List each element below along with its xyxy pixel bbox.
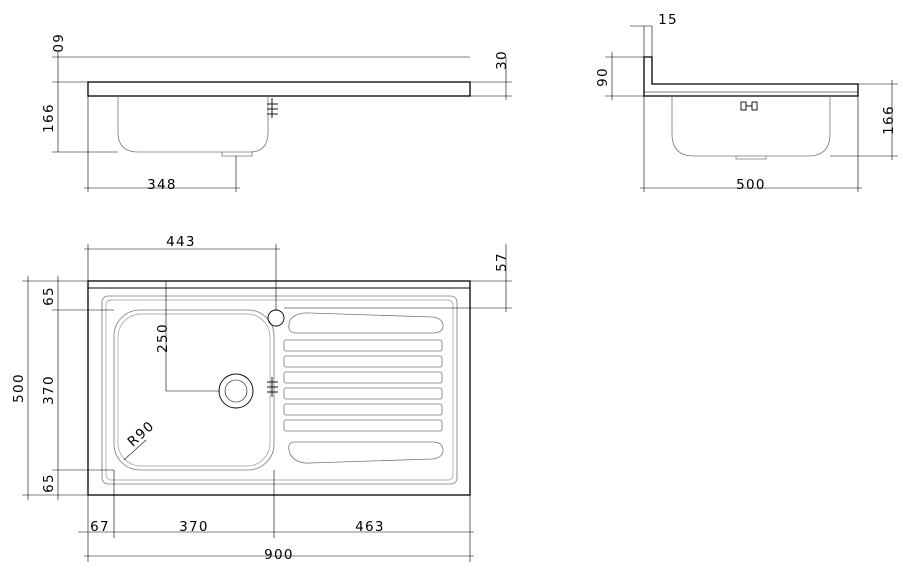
plan-waste	[218, 373, 254, 409]
dim-label-plan-r90: R90	[125, 418, 158, 450]
dim-label-plan-443: 443	[166, 234, 196, 250]
end-view-profile	[643, 56, 859, 97]
dim-label-side-30: 30	[494, 50, 510, 70]
dim-label-plan-57: 57	[494, 252, 510, 272]
plan-drainer-grooves	[283, 312, 444, 464]
dim-label-end-90: 90	[595, 67, 611, 87]
plan-bowl-outer	[113, 309, 275, 471]
end-view: 15 90 166 500	[595, 12, 898, 193]
dim-lines-left	[22, 276, 220, 500]
dim-label-end-500: 500	[736, 177, 766, 193]
dim-label-plan-65-bottom: 65	[41, 473, 57, 493]
dim-line-166-side	[52, 82, 118, 153]
dim-label-side-348: 348	[147, 177, 177, 193]
overflow-symbol-end	[740, 101, 758, 111]
dim-line-348	[84, 96, 240, 192]
dim-label-end-15: 15	[658, 12, 678, 28]
plan-view: 443 57 500 65 370 65 250 R90	[11, 234, 512, 563]
dim-line-15	[630, 25, 653, 57]
plan-bowl-inner	[117, 313, 271, 467]
dim-label-side-166: 166	[41, 103, 57, 133]
dim-line-443	[84, 244, 280, 310]
dim-line-166-end	[830, 80, 898, 160]
side-view-waste	[221, 152, 253, 157]
dim-label-plan-370-h: 370	[179, 519, 209, 535]
dim-line-30	[470, 57, 512, 100]
dim-label-plan-250: 250	[155, 323, 171, 353]
dim-label-plan-500: 500	[11, 373, 27, 403]
dim-line-90	[605, 52, 644, 100]
plan-inner-rim	[101, 295, 458, 485]
end-view-bowl	[671, 96, 831, 157]
dim-label-plan-65-top: 65	[41, 286, 57, 306]
dim-label-side-60: 60	[49, 34, 65, 54]
overflow-symbol-side	[267, 98, 278, 118]
dim-line-500-end	[640, 96, 862, 192]
dim-label-plan-900: 900	[264, 547, 294, 563]
side-view-bowl	[117, 96, 269, 153]
dim-lines-bottom	[78, 470, 474, 562]
overflow-symbol-plan	[267, 377, 278, 397]
dim-label-plan-463: 463	[355, 519, 385, 535]
dim-label-plan-67: 67	[90, 519, 110, 535]
dim-line-60	[52, 52, 470, 83]
plan-outline	[87, 280, 471, 496]
dim-label-end-166: 166	[881, 105, 897, 135]
dim-line-57	[284, 244, 512, 312]
dim-label-plan-370-v: 370	[41, 375, 57, 405]
side-view: 60 166 30 348	[41, 34, 512, 193]
side-view-top-slab	[87, 81, 471, 97]
plan-tap-hole	[267, 309, 285, 327]
